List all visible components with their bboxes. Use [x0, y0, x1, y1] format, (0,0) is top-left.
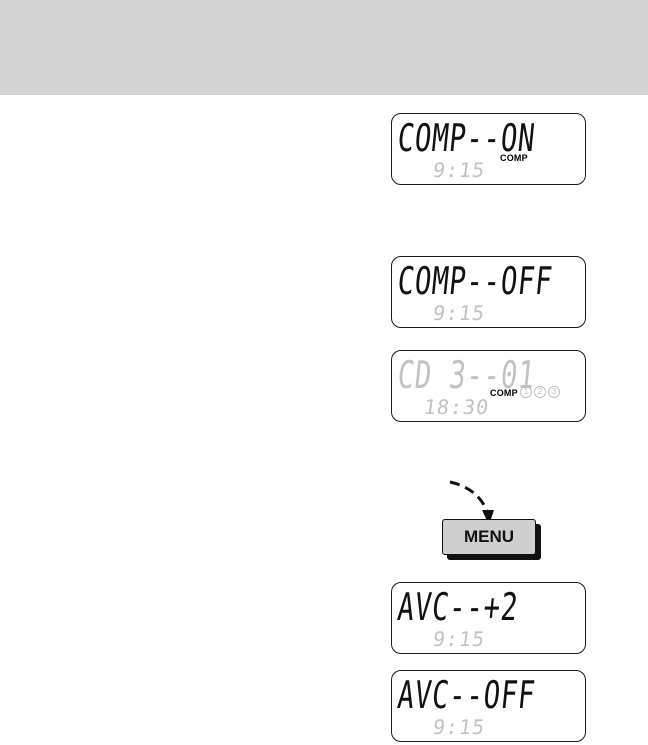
menu-button-figure: MENU	[430, 470, 550, 570]
lcd-clock: 9:15	[431, 627, 487, 651]
lcd-display-cd: CD 3--01 18:30 COMP 1 2 3	[391, 350, 586, 422]
lcd-clock: 9:15	[431, 158, 487, 182]
lcd-main-text: AVC--OFF	[395, 673, 538, 717]
header-band	[0, 0, 648, 95]
disc-1-indicator: 1	[520, 386, 532, 398]
menu-button[interactable]: MENU	[442, 519, 536, 555]
disc-2-indicator: 2	[534, 386, 546, 398]
lcd-display-avc-off: AVC--OFF 9:15	[391, 670, 586, 742]
lcd-main-text: AVC--+2	[395, 585, 521, 629]
lcd-display-avc-plus2: AVC--+2 9:15	[391, 582, 586, 654]
lcd-clock: 9:15	[431, 301, 487, 325]
lcd-clock: 9:15	[431, 715, 487, 739]
press-arrow-icon	[449, 480, 494, 525]
disc-3-indicator: 3	[548, 386, 560, 398]
comp-indicator: COMP	[500, 153, 528, 163]
lcd-clock: 18:30	[422, 395, 491, 419]
lcd-display-comp-on: COMP--ON 9:15 COMP	[391, 113, 586, 185]
lcd-main-text: COMP--OFF	[395, 259, 555, 303]
disc-indicators: 1 2 3	[520, 386, 560, 398]
comp-indicator: COMP	[490, 388, 518, 398]
lcd-display-comp-off: COMP--OFF 9:15	[391, 256, 586, 328]
